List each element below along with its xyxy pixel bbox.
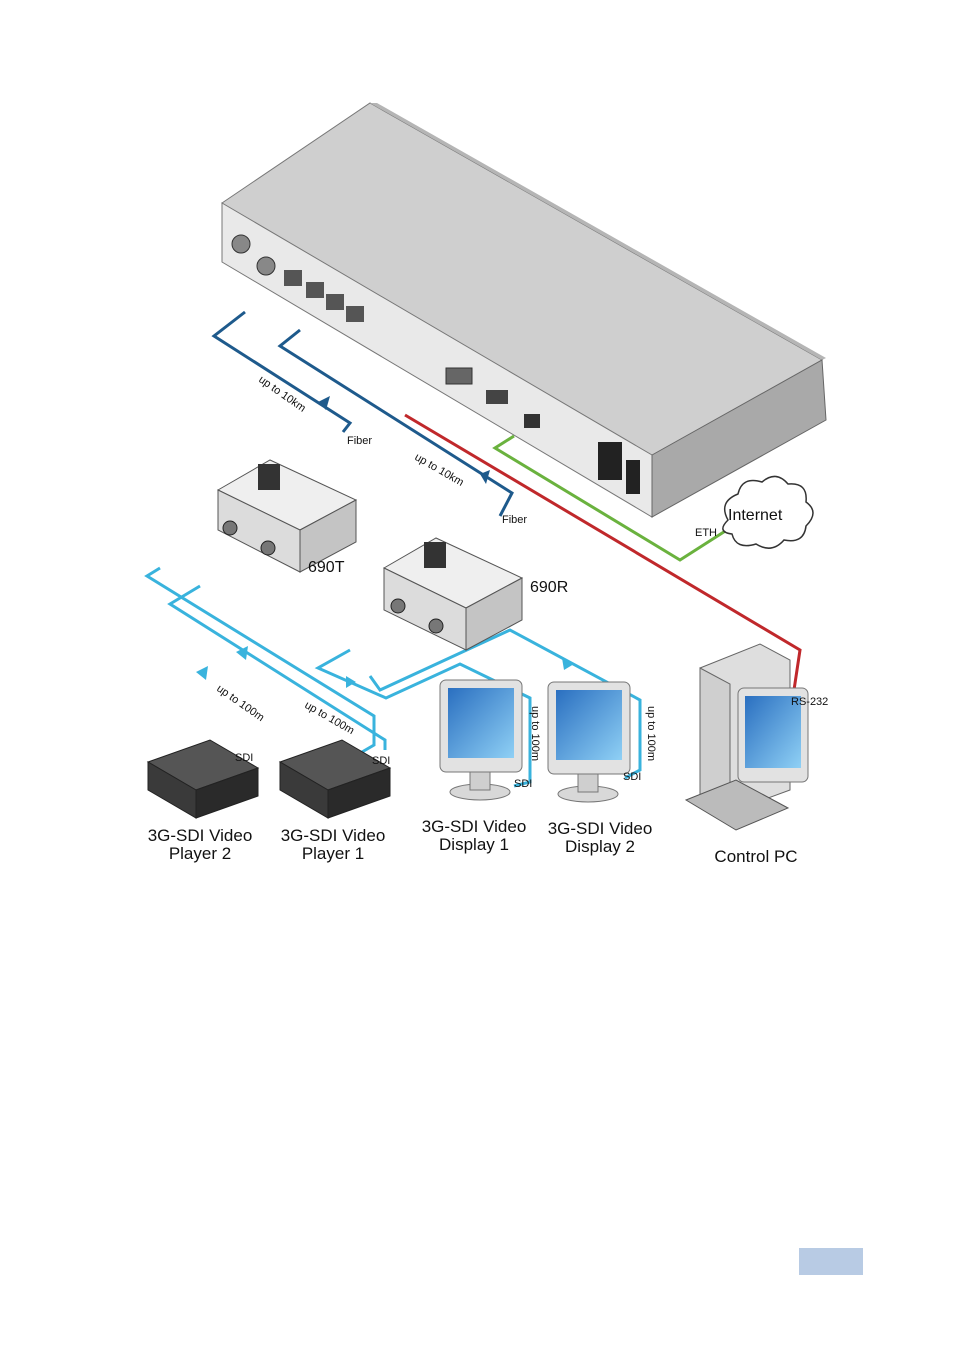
page-number-tab bbox=[799, 1248, 863, 1275]
sdi-cable-display1 bbox=[314, 648, 532, 788]
eth-cable bbox=[492, 434, 731, 562]
fiber-label-2: Fiber bbox=[502, 514, 527, 526]
control-pc-label: Control PC bbox=[714, 847, 797, 866]
fiber-port-1 bbox=[284, 270, 302, 286]
video-display-1 bbox=[439, 679, 523, 801]
display2-label-line1: 3G-SDI Video bbox=[548, 819, 653, 838]
sdi-label-1: SDI bbox=[235, 752, 253, 764]
ethernet-port bbox=[524, 414, 540, 428]
rs232-cable bbox=[404, 413, 802, 691]
rs232-label: RS-232 bbox=[791, 696, 828, 708]
range-label-100m-1: up to 100m bbox=[214, 683, 266, 724]
video-display-2 bbox=[547, 681, 631, 803]
display1-label-line1: 3G-SDI Video bbox=[422, 817, 527, 836]
arrow-sdi-1 bbox=[196, 666, 208, 680]
range-label-100m-3: up to 100m bbox=[529, 706, 541, 761]
sdi-label-4: SDI bbox=[623, 771, 641, 783]
internet-label: Internet bbox=[728, 507, 783, 524]
eth-label: ETH bbox=[695, 527, 717, 539]
fiber-port-2 bbox=[306, 282, 324, 298]
player2-label-line1: 3G-SDI Video bbox=[148, 826, 253, 845]
terminal-block bbox=[486, 390, 508, 404]
transmitter-model-label: 690T bbox=[308, 559, 345, 576]
sdi-cable-display2 bbox=[368, 628, 642, 780]
arrow-fiber-1 bbox=[318, 396, 330, 410]
video-player-2 bbox=[146, 739, 260, 819]
sdi-label-2: SDI bbox=[372, 755, 390, 767]
serial-port bbox=[445, 367, 473, 385]
sdi-label-3: SDI bbox=[514, 778, 532, 790]
bnc-port-2 bbox=[256, 256, 276, 276]
arrow-sdi-3 bbox=[346, 676, 356, 688]
player2-label-line2: Player 2 bbox=[169, 844, 231, 863]
fiber-port-4 bbox=[346, 306, 364, 322]
control-pc bbox=[684, 643, 809, 831]
main-unit bbox=[221, 102, 827, 518]
fiber-cable-2 bbox=[277, 328, 514, 517]
connection-diagram: Fiber Fiber up to 10km up to 10km up to … bbox=[144, 102, 828, 866]
arrow-sdi-4 bbox=[562, 658, 574, 670]
transmitter-690t bbox=[216, 459, 358, 573]
internet-cloud bbox=[722, 475, 814, 549]
display2-label-line2: Display 2 bbox=[565, 837, 635, 856]
arrow-fiber-2 bbox=[480, 470, 490, 484]
sdi-cable-player1 bbox=[167, 584, 387, 750]
arrow-sdi-2 bbox=[236, 646, 248, 660]
fiber-label-1: Fiber bbox=[347, 435, 372, 447]
fiber-cable-1 bbox=[211, 310, 353, 433]
receiver-690r bbox=[382, 537, 524, 651]
sdi-cable-player2 bbox=[144, 566, 376, 754]
video-player-1 bbox=[278, 739, 392, 819]
power-switch bbox=[626, 460, 640, 494]
power-socket bbox=[598, 442, 622, 480]
player1-label-line1: 3G-SDI Video bbox=[281, 826, 386, 845]
range-label-100m-4: up to 100m bbox=[645, 706, 657, 761]
player1-label-line2: Player 1 bbox=[302, 844, 364, 863]
receiver-model-label: 690R bbox=[530, 579, 568, 596]
fiber-port-3 bbox=[326, 294, 344, 310]
bnc-port-1 bbox=[231, 234, 251, 254]
display1-label-line2: Display 1 bbox=[439, 835, 509, 854]
